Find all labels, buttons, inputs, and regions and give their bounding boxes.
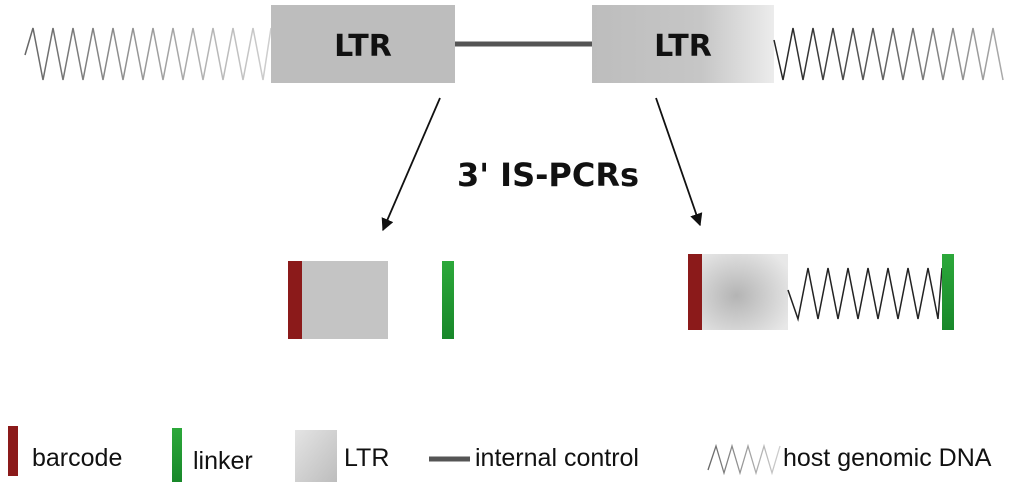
- process-label: 3' IS-PCRs: [457, 156, 639, 194]
- internal-control-product: [288, 261, 454, 339]
- provirus-construct: LTR LTR: [24, 5, 1004, 83]
- legend-linker-swatch: [172, 428, 182, 482]
- legend-barcode-label: barcode: [32, 444, 122, 472]
- arrow-left: [381, 97, 441, 232]
- ltr-left-box: [271, 5, 455, 83]
- legend-ltr-swatch: [295, 430, 337, 482]
- host-dna-left: [24, 27, 272, 81]
- legend-linker-label: linker: [193, 447, 253, 475]
- ltr-fragment: [702, 254, 788, 330]
- ltr-fragment: [302, 261, 388, 339]
- legend-barcode-swatch: [8, 426, 18, 476]
- legend-host-dna-label: host genomic DNA: [783, 444, 992, 472]
- linker-mark: [442, 261, 454, 339]
- legend-internal-control-label: internal control: [475, 444, 639, 472]
- arrow-right: [655, 97, 703, 227]
- barcode-mark: [288, 261, 302, 339]
- ltr-left-label: LTR: [334, 29, 392, 64]
- ltr-right-label: LTR: [654, 29, 712, 64]
- linker-mark: [942, 254, 954, 330]
- integration-site-product: [688, 254, 954, 330]
- ltr-right-box: [592, 5, 774, 83]
- host-dna-fragment: [787, 267, 943, 322]
- legend-ltr-label: LTR: [344, 444, 389, 472]
- legend-host-dna-swatch: [707, 443, 781, 476]
- legend: barcode linker LTR internal control host…: [8, 426, 992, 482]
- barcode-mark: [688, 254, 702, 330]
- host-dna-right: [773, 27, 1004, 81]
